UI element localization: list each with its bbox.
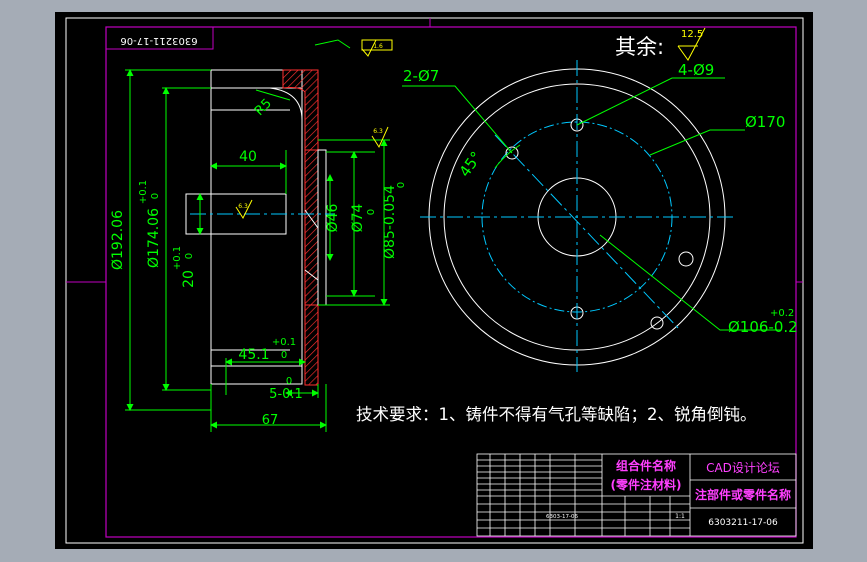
dim-d106: Ø106-0.2 [728,318,798,336]
front-view [420,60,735,372]
dim-w67: 67 [262,413,279,428]
hatched-section [282,69,327,386]
dim-w45-1-tol-lower: 0 [281,350,287,361]
dim-d174-tol-lower: 0 [150,193,161,199]
dim-20-tol-lower: 0 [184,253,195,259]
sheet-border [65,17,804,544]
technical-requirements: 技术要求：1、铸件不得有气孔等缺陷；2、锐角倒钝。 [356,405,757,424]
roughness-note-value: 12.5 [681,29,703,40]
dim-d106-tol: +0.2 [770,308,794,319]
dim-d174-tol-upper: +0.1 [138,180,149,204]
dim-d85-tol: 0 [396,182,407,188]
dim-20: 20 [181,270,197,288]
title-assembly-name: 组合件名称 [616,458,676,473]
drawing-canvas [55,12,813,549]
dim-d174: Ø174.06 [146,208,162,268]
roughness-note-label: 其余: [615,35,664,59]
title-part-name: 注部件或零件名称 [695,487,791,502]
roughness-mark-2: 6.3 [238,203,248,210]
dim-20-tol-upper: +0.1 [172,246,183,270]
hole-small-left [505,146,519,160]
dim-w5: 5-0.1 [269,387,303,402]
dim-d170: Ø170 [745,113,785,131]
dim-d74-tol: 0 [366,209,377,215]
dim-d46: Ø46 [325,203,341,232]
rotated-drawing-code: 6303211-17-06 [120,35,197,46]
section-view [185,69,303,385]
title-block-texts: 组合件名称 (零件注材料) CAD设计论坛 注部件或零件名称 6303211-1… [546,458,791,528]
dim-d192: Ø192.06 [110,210,126,270]
dim-w40: 40 [239,149,257,165]
title-block [476,453,797,537]
section-dimensions [125,39,390,432]
title-material-note: (零件注材料) [611,477,682,492]
roughness-symbols [235,39,393,220]
title-small-code: 6303-17-06 [546,514,578,520]
dim-w45-1: 45.1 [238,347,269,363]
code-box [105,26,214,50]
dim-w5-tol: 0 [286,376,292,387]
title-forum: CAD设计论坛 [706,461,780,475]
section-outline [210,69,303,385]
dim-d85: Ø85-0.054 [382,185,398,259]
roughness-note-symbol [677,27,706,61]
dim-holes-4: 4-Ø9 [678,61,714,79]
title-drawing-number: 6303211-17-06 [708,518,778,528]
dim-w45-1-tol-upper: +0.1 [272,337,296,348]
hole-small-right [650,316,664,330]
title-scale: 1:1 [675,513,685,520]
section-dimension-texts: Ø192.06 Ø174.06 +0.1 0 20 +0.1 0 40 R5 Ø… [110,96,407,428]
dim-d74: Ø74 [350,203,366,232]
roughness-mark-1: 1.6 [373,43,383,50]
front-leaders [402,77,780,331]
hole-right [678,251,694,267]
roughness-mark-3: 6.3 [373,128,383,135]
dim-holes-2: 2-Ø7 [403,67,439,85]
